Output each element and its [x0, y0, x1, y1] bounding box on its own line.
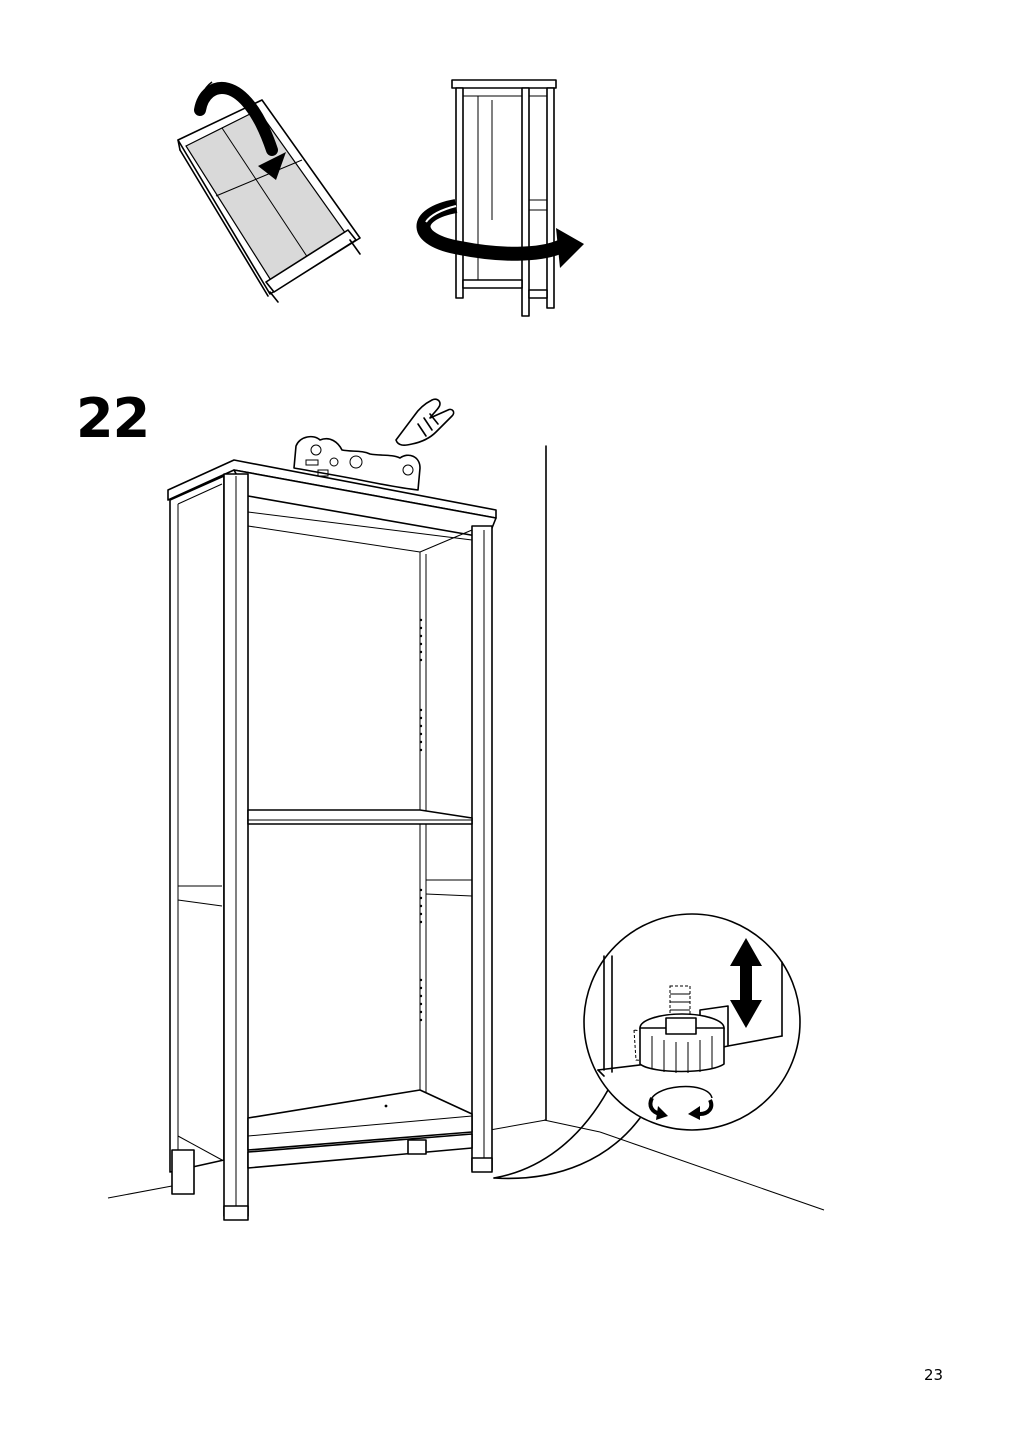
up-down-arrow-icon: [730, 938, 762, 1028]
standing-cabinet-illustration: [451, 79, 557, 317]
tilted-cabinet-illustration: [177, 99, 361, 303]
adjustable-foot: [633, 1013, 725, 1073]
page-number: 23: [924, 1366, 944, 1384]
wall-fixture-bracket: [293, 435, 421, 491]
step-number: 22: [76, 387, 150, 450]
rotate-arrows-icon: [648, 1085, 714, 1120]
turn-around-arrow-icon: [416, 199, 584, 268]
tilt-arrow-icon: [194, 81, 286, 180]
cabinet-main: [167, 459, 497, 1221]
hand-point-icon: [395, 398, 455, 446]
shelf-pin-holes: [384, 618, 423, 1108]
wall-and-floor: [107, 445, 825, 1211]
